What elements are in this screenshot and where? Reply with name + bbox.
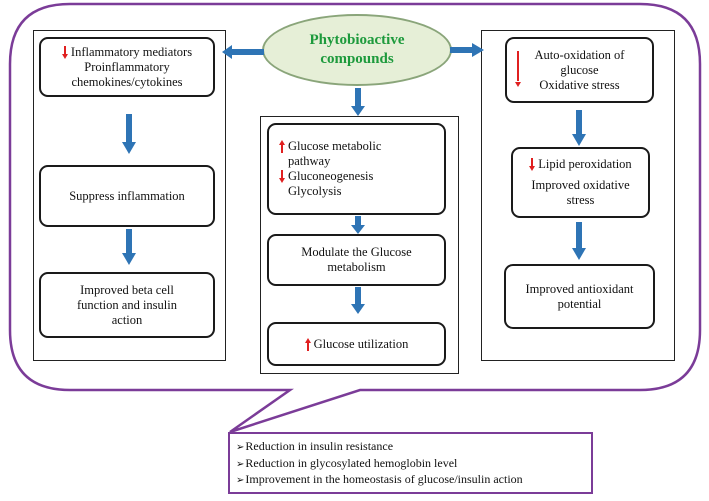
left-box3-line3: action [111, 312, 143, 327]
middle-box-modulate: Modulate the Glucose metabolism [267, 234, 446, 286]
middle-box1-line3: Gluconeogenesis [288, 169, 374, 183]
left-box2-text: Suppress inflammation [69, 188, 185, 203]
left-box1-line1: Inflammatory mediators [70, 44, 193, 59]
middle-box2-line2: metabolism [327, 260, 386, 274]
left-box-inflammatory: Inflammatory mediators Proinflammatory c… [39, 37, 215, 97]
right-arrow-2 [572, 222, 586, 260]
right-box-antioxidant: Improved antioxidant potential [504, 264, 655, 329]
up-arrow-icon [279, 140, 285, 153]
right-box2-line2: Improved oxidative [531, 178, 630, 192]
right-box1-line3: Oxidative stress [539, 77, 620, 92]
right-box2-line3: stress [566, 193, 595, 207]
middle-box-glucose-pathway: Glucose metabolic pathway Gluconeogenesi… [267, 123, 446, 215]
right-box2-line1: Lipid peroxidation [538, 157, 632, 171]
down-arrow-icon [529, 158, 536, 171]
summary-box: Reduction in insulin resistance Reductio… [228, 432, 593, 494]
right-box-lipid: Lipid peroxidation Improved oxidative st… [511, 147, 650, 218]
right-box-auto-oxidation: Auto-oxidation of glucose Oxidative stre… [505, 37, 654, 103]
down-arrow-icon [515, 51, 521, 87]
arrow-to-left [222, 45, 264, 59]
middle-box1-line1: Glucose metabolic [288, 139, 382, 153]
right-box3-line1: Improved antioxidant [525, 281, 634, 296]
callout-path [8, 2, 702, 434]
summary-item: Improvement in the homeostasis of glucos… [236, 471, 585, 488]
left-arrow-2 [122, 229, 136, 265]
left-box1-line2: Proinflammatory [84, 59, 170, 74]
middle-box3-text: Glucose utilization [313, 336, 409, 351]
left-box1-line3: chemokines/cytokines [71, 74, 183, 89]
center-title: Phytobioactive compounds [309, 32, 405, 67]
right-box1-line2: glucose [560, 62, 599, 77]
middle-arrow-1 [351, 216, 365, 234]
arrow-to-middle [351, 88, 365, 116]
right-arrow-1 [572, 110, 586, 146]
middle-box1-line4: Glycolysis [288, 184, 342, 198]
up-arrow-icon [304, 337, 311, 351]
right-box1-line1: Auto-oxidation of [534, 47, 625, 62]
left-box3-line2: function and insulin [77, 297, 177, 312]
arrow-to-right [450, 43, 484, 57]
middle-arrow-2 [351, 287, 365, 314]
left-box-beta-cell: Improved beta cell function and insulin … [39, 272, 215, 338]
middle-box-utilization: Glucose utilization [267, 322, 446, 366]
left-box3-line1: Improved beta cell [80, 282, 174, 297]
left-arrow-1 [122, 114, 136, 154]
down-arrow-icon [279, 170, 285, 183]
middle-box2-line1: Modulate the Glucose [301, 245, 412, 259]
right-box3-line2: potential [557, 296, 602, 311]
center-node: Phytobioactive compounds [262, 14, 452, 86]
summary-item: Reduction in glycosylated hemoglobin lev… [236, 455, 585, 472]
left-box-suppress: Suppress inflammation [39, 165, 215, 227]
summary-item: Reduction in insulin resistance [236, 438, 585, 455]
middle-box1-line2: pathway [288, 154, 331, 168]
down-arrow-icon [61, 45, 68, 59]
